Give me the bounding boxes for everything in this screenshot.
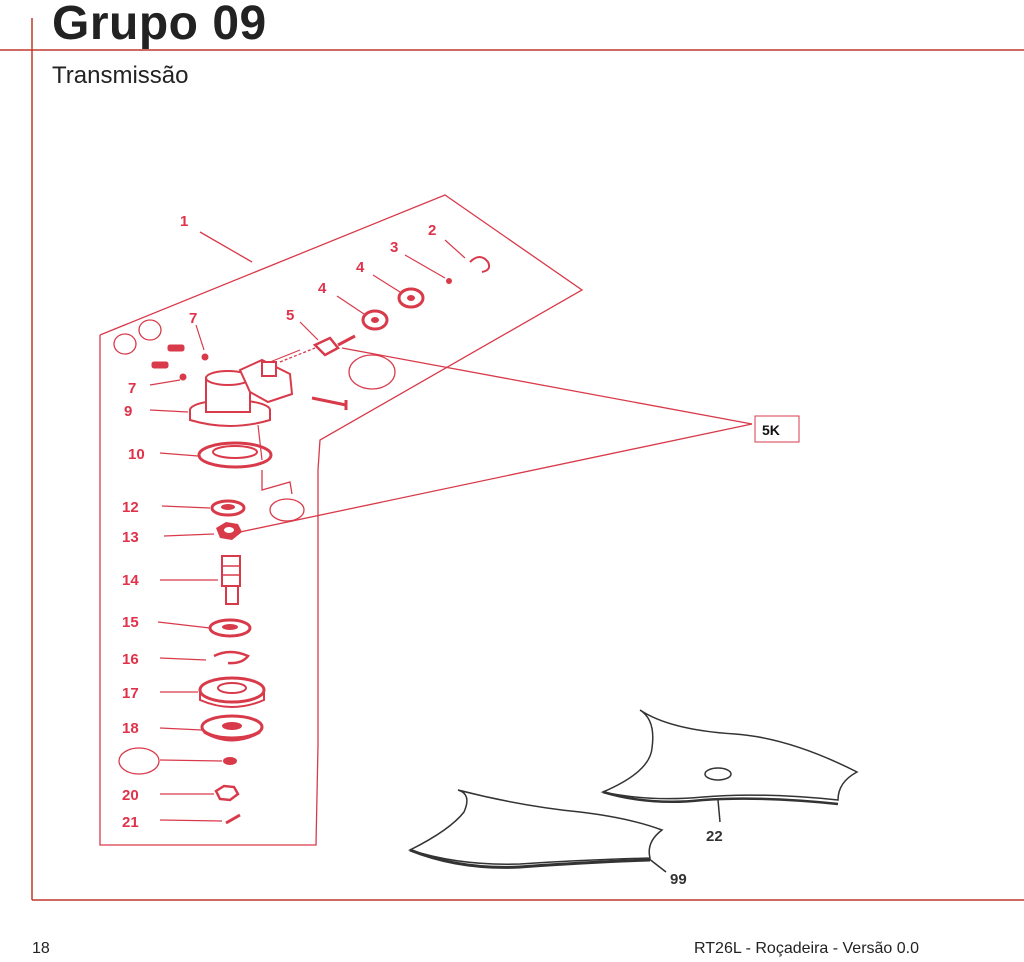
label-part-3: 3 [390,239,398,256]
part-3-pin [404,254,452,284]
label-part-5: 5 [286,307,294,324]
kit-code-box [754,415,800,443]
label-part-2: 2 [428,222,436,239]
part-16-circlip [159,650,250,665]
label-part-4b: 4 [318,280,327,297]
label-part-21: 21 [122,814,139,831]
label-part-99: 99 [670,871,687,888]
marker-circle-a [138,319,162,341]
part-99-blade [408,789,667,873]
footer-doc-info: RT26L - Roçadeira - Versão 0.0 [694,940,920,957]
label-part-7a: 7 [189,310,197,327]
marker-circle-c [348,354,396,390]
part-9-gear-housing [149,349,301,427]
kit-leader-upper [341,347,753,425]
part-12-washer [161,499,246,517]
part-10-flange [159,424,273,469]
part-bolt [311,396,348,410]
label-part-7b: 7 [128,380,136,397]
label-part-1: 1 [180,213,188,230]
part-18-holder [159,714,264,742]
diagram-outline [99,194,584,846]
marker-circle-e [118,747,160,775]
page-title: Grupo 09 [52,0,267,50]
part-13-nut [163,522,242,540]
marker-circle-b [113,333,137,355]
label-part-13: 13 [122,529,139,546]
part-14-shaft [160,555,241,605]
label-part-9: 9 [124,403,132,420]
label-part-20: 20 [122,787,139,804]
part-22-blade [600,709,859,823]
part-7-screws [149,324,209,386]
page-subtitle: Transmissão [52,62,189,89]
label-part-12: 12 [122,499,139,516]
label-part-15: 15 [122,614,139,631]
part-20-nut [160,784,240,802]
part-21-pin [159,813,241,825]
part-17-cup [160,676,266,708]
label-part-18: 18 [122,720,139,737]
part-2-clip [444,239,491,273]
label-part-17: 17 [122,685,139,702]
label-part-16: 16 [122,651,139,668]
part-4-bearing-upper [372,274,425,309]
page-number: 18 [32,940,50,957]
kit-code-label: 5K [762,422,780,438]
part-19-washer [159,757,237,765]
label-part-4a: 4 [356,259,365,276]
label-part-14: 14 [122,572,139,589]
kit-leader-lower [239,423,753,533]
part-4-bearing-lower [336,295,389,331]
label-part-10: 10 [128,446,145,463]
part-15-bearing [157,618,252,638]
part-5-pinion [279,321,356,363]
label-part-22: 22 [706,828,723,845]
marker-circle-d [269,498,305,522]
